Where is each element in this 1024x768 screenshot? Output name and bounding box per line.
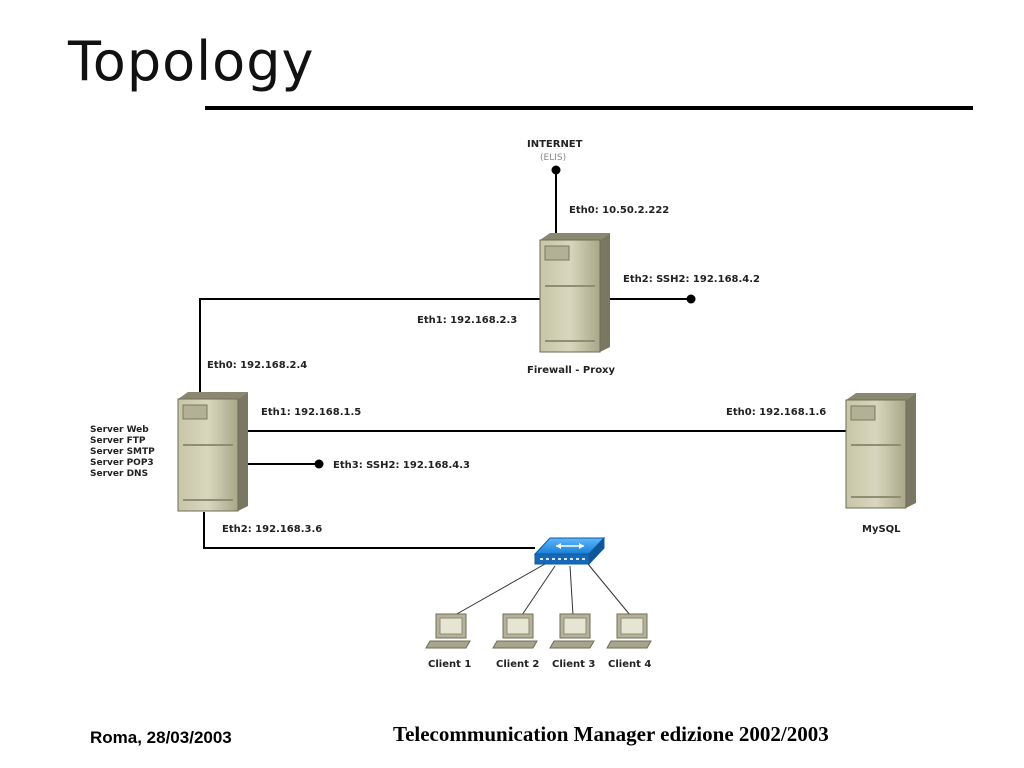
title-underline xyxy=(205,106,973,110)
firewall-ssh-endpoint-dot xyxy=(686,294,696,304)
link-switch-client1 xyxy=(454,563,546,616)
firewall-eth2-label: Eth2: SSH2: 192.168.4.2 xyxy=(623,274,760,285)
server-eth1-label: Eth1: 192.168.1.5 xyxy=(261,407,361,418)
server-eth3-label: Eth3: SSH2: 192.168.4.3 xyxy=(333,460,470,471)
firewall-eth1-label: Eth1: 192.168.2.3 xyxy=(417,315,517,326)
firewall-name-label: Firewall - Proxy xyxy=(527,365,616,376)
server-roles-list: Server Web Server FTP Server SMTP Server… xyxy=(90,425,155,479)
client-links xyxy=(454,563,631,616)
internet-label: INTERNET xyxy=(527,139,583,150)
client-4-label: Client 4 xyxy=(608,659,651,670)
mysql-server-icon xyxy=(845,393,916,509)
server-ssh-endpoint-dot xyxy=(314,459,324,469)
client-2-computer-icon xyxy=(492,613,538,649)
link-firewall-server xyxy=(199,298,540,392)
client-4-computer-icon xyxy=(606,613,652,649)
server-role-item: Server DNS xyxy=(90,469,148,479)
server-role-item: Server SMTP xyxy=(90,447,155,457)
network-switch-icon xyxy=(533,536,606,566)
client-1-label: Client 1 xyxy=(428,659,471,670)
link-switch-client4 xyxy=(587,563,631,616)
page-title: Topology xyxy=(68,30,315,93)
firewall-server-icon xyxy=(539,233,610,353)
connection-lines xyxy=(199,170,846,549)
mysql-name-label: MySQL xyxy=(862,524,901,535)
internet-sublabel: (ELIS) xyxy=(540,153,566,163)
main-server-icon xyxy=(177,392,248,512)
link-switch-client3 xyxy=(569,565,574,616)
link-switch-client2 xyxy=(521,565,556,616)
firewall-eth0-label: Eth0: 10.50.2.222 xyxy=(569,205,669,216)
link-server-switch xyxy=(203,512,535,549)
mysql-eth0-label: Eth0: 192.168.1.6 xyxy=(726,407,826,418)
server-role-item: Server FTP xyxy=(90,436,146,446)
client-1-computer-icon xyxy=(425,613,471,649)
server-role-item: Server Web xyxy=(90,425,149,435)
server-eth2-label: Eth2: 192.168.3.6 xyxy=(222,524,322,535)
internet-endpoint-dot xyxy=(551,165,561,175)
server-role-item: Server POP3 xyxy=(90,458,154,468)
footer-location-date: Roma, 28/03/2003 xyxy=(90,728,232,747)
client-2-label: Client 2 xyxy=(496,659,539,670)
server-eth0-label: Eth0: 192.168.2.4 xyxy=(207,360,307,371)
client-3-computer-icon xyxy=(549,613,595,649)
client-3-label: Client 3 xyxy=(552,659,595,670)
footer-course-title: Telecommunication Manager edizione 2002/… xyxy=(393,722,829,746)
